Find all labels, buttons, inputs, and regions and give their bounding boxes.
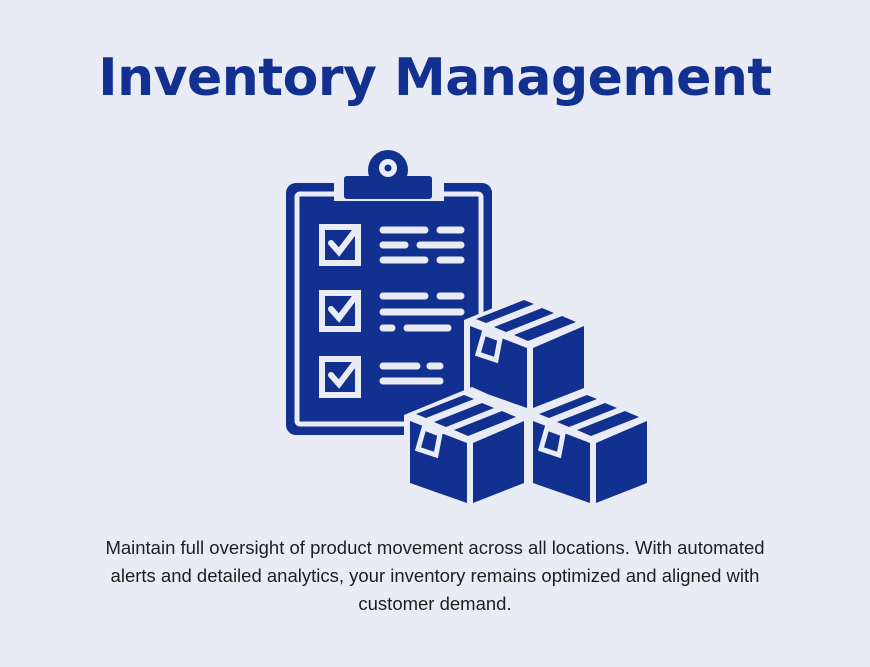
- checklist-item-2: [319, 290, 465, 332]
- page-title: Inventory Management: [98, 48, 772, 108]
- checklist-item-3: [319, 356, 444, 398]
- checklist-item-1: [319, 224, 465, 266]
- inventory-illustration: [280, 148, 650, 508]
- description-text: Maintain full oversight of product movem…: [105, 537, 765, 614]
